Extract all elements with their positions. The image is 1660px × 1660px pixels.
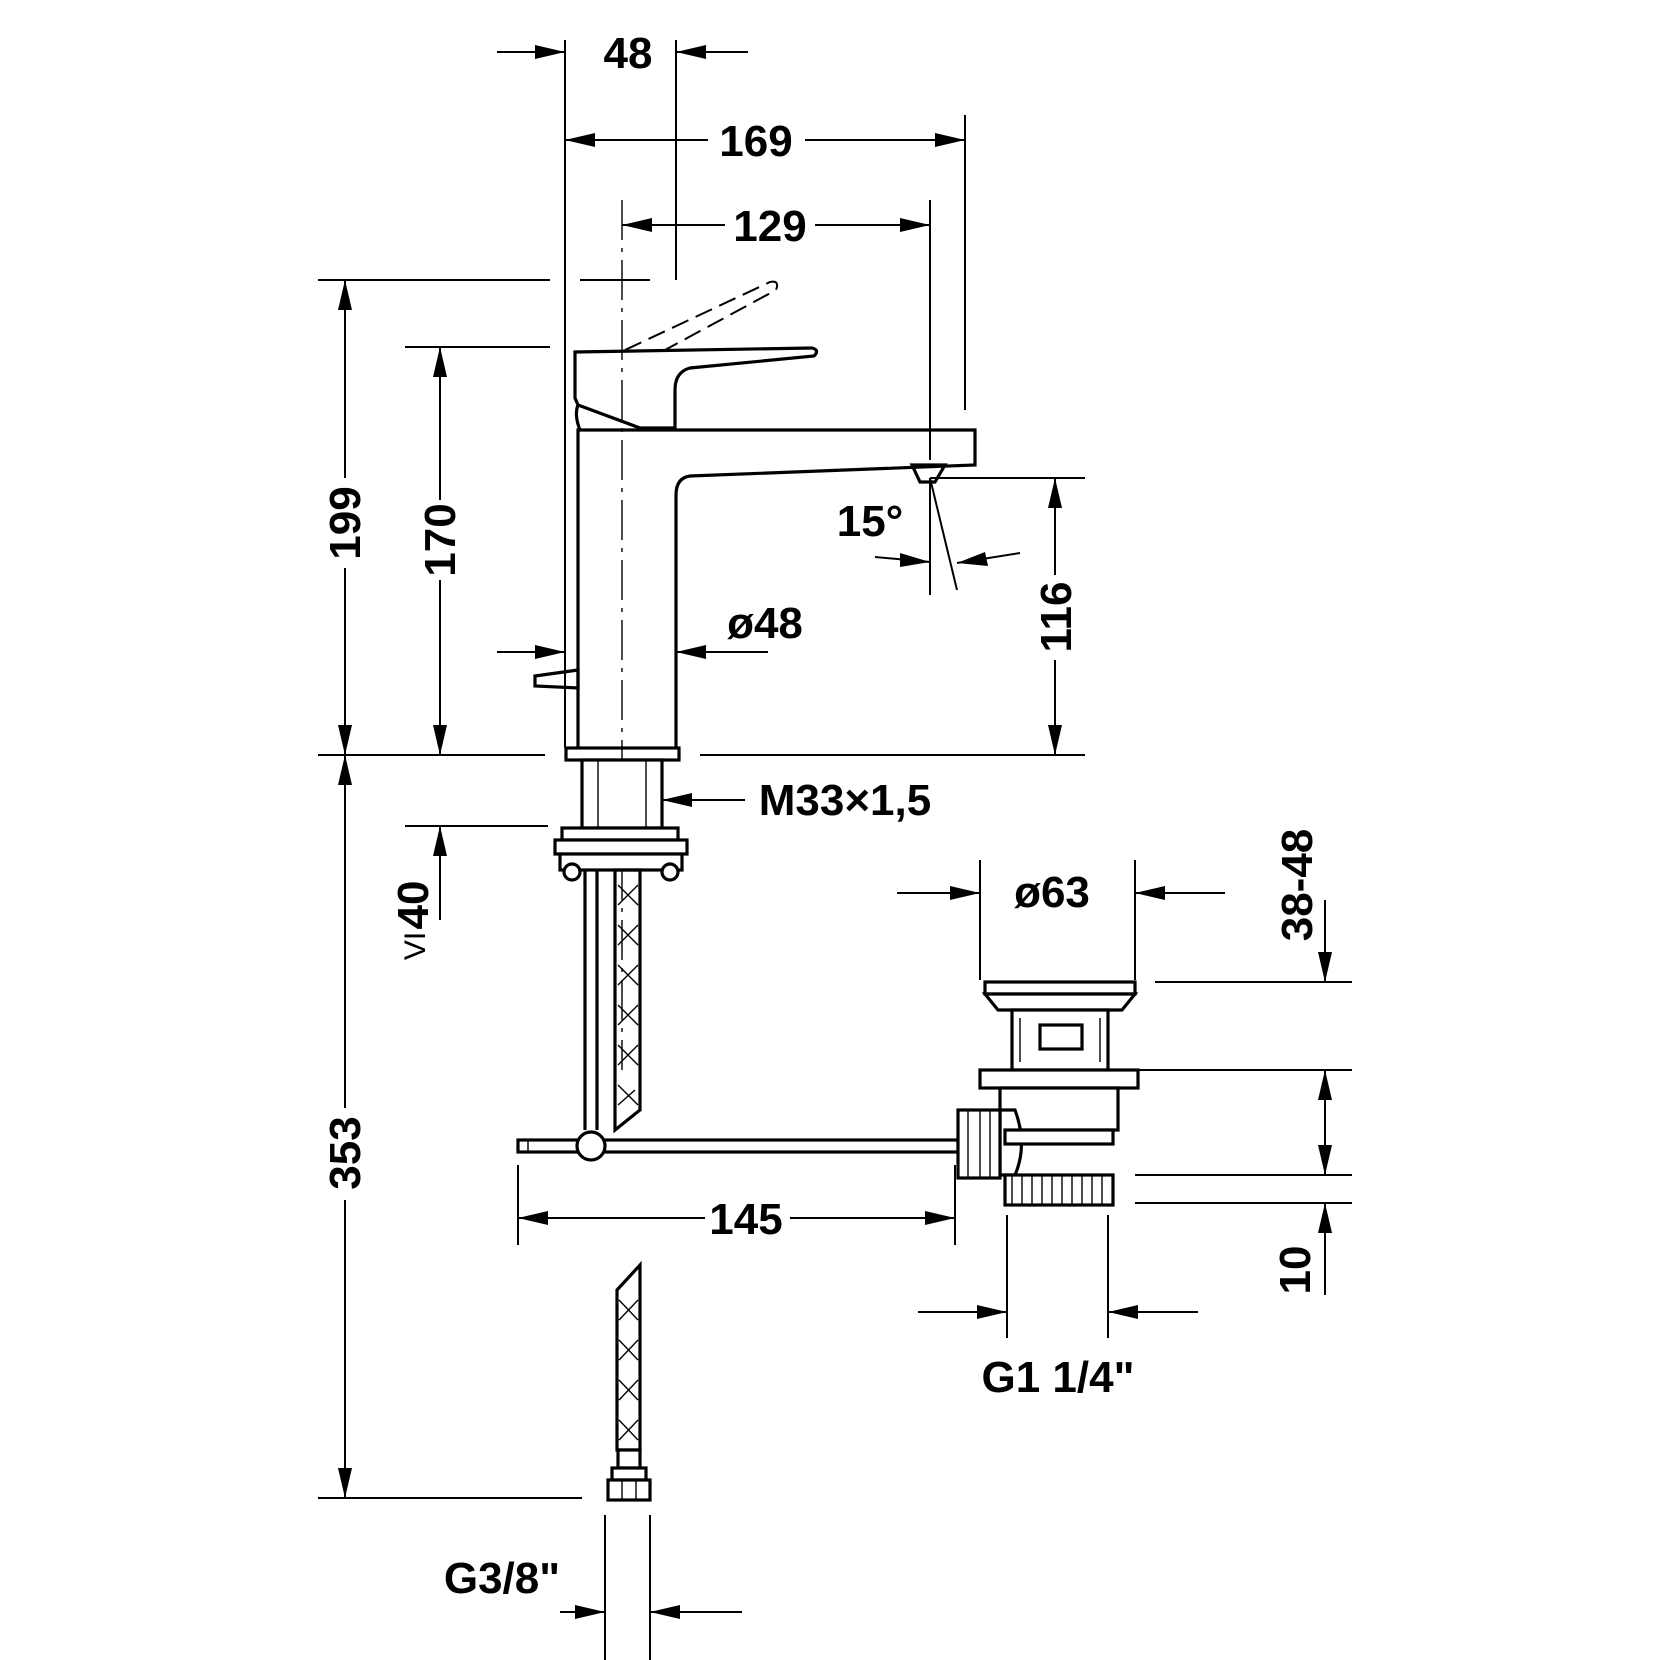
dim-g3-8: G3/8" bbox=[444, 1554, 560, 1603]
dim-169: 169 bbox=[719, 117, 792, 166]
dim-63-diameter: ø63 bbox=[1014, 868, 1090, 917]
dim-48-diameter: ø48 bbox=[727, 599, 803, 648]
dim-40-symbol: VI bbox=[399, 932, 432, 960]
dim-199: 199 bbox=[321, 486, 370, 559]
dim-353: 353 bbox=[321, 1116, 370, 1189]
extension-lines bbox=[318, 40, 1352, 1660]
dim-38-48: 38-48 bbox=[1273, 829, 1322, 942]
dim-15-degree: 15° bbox=[837, 497, 904, 546]
dim-10: 10 bbox=[1271, 1246, 1320, 1295]
popup-rod bbox=[516, 1130, 960, 1162]
dim-145: 145 bbox=[709, 1195, 782, 1244]
dim-40: 40 bbox=[389, 881, 438, 930]
faucet-body bbox=[533, 280, 977, 762]
lower-hose bbox=[606, 1260, 652, 1502]
dimension-labels: 48 169 129 199 170 15° 116 ø48 M33×1,5 4… bbox=[321, 29, 1322, 1603]
dim-g1-1-4: G1 1/4" bbox=[982, 1353, 1135, 1402]
dimension-lines bbox=[338, 45, 1332, 1619]
dim-48-top: 48 bbox=[604, 29, 653, 78]
mounting-assembly bbox=[553, 758, 689, 1134]
drain-waste bbox=[956, 980, 1140, 1207]
dim-m33-thread: M33×1,5 bbox=[759, 776, 931, 825]
dim-116: 116 bbox=[1032, 582, 1081, 653]
dim-170: 170 bbox=[416, 503, 465, 576]
dim-129: 129 bbox=[733, 202, 806, 251]
